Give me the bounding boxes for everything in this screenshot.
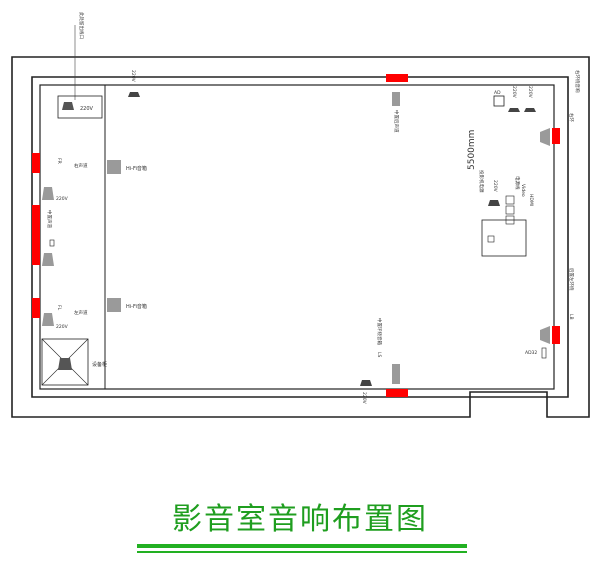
speaker-right-lower-icon [540,326,550,344]
hifi-speaker-bottom [107,298,121,312]
title-block: 影音室音响布置图 [130,500,470,540]
fr-code: FR [56,158,62,164]
hifi-top-label: Hi-Fi音箱 [126,165,147,172]
outlet-icon-r2 [524,108,536,112]
bottom-outlet-icon [360,380,372,386]
sub-box [57,95,103,119]
proj-sig3: HDMI [528,194,534,206]
projector-port [487,235,495,243]
speaker-icon [392,92,400,106]
speaker-right-lower [552,326,560,344]
left-220-mid: 220V [56,196,69,202]
proj-connector-1 [505,195,515,205]
fl-code: FL [56,305,62,311]
left-channel-label: 左声道 [74,309,88,316]
center-port [49,239,55,247]
lb-code: LB [568,314,574,320]
floor-plan: 此处留出线口 220V 220V 中置后声道 AD 220V 220V 右环 右… [11,12,590,418]
ad-label: AD [494,90,501,96]
ls-code: LS [376,352,382,358]
right-lower-socket [541,347,547,359]
dimension-5500: 5500mm [467,130,477,170]
proj-note: 投影机电源 [478,170,485,193]
proj-sig1: 电源线 [514,176,521,190]
proj-connector-3 [505,215,515,225]
equip-label: 设备柜 [92,361,107,368]
bottom-speaker-icon [392,364,400,384]
bottom-220: 220V [361,392,367,405]
inner-wall [31,76,569,398]
speaker-right-top-icon [540,128,550,146]
right-side-note: 后置左环绕 [568,268,575,291]
left-220-bot: 220V [56,324,69,330]
tr-220-b: 220V [527,86,533,99]
center-channel-label: 中置声道 [46,210,53,228]
speaker-bottom-center [386,389,408,397]
proj-connector-2 [505,205,515,215]
center-rear-label: 中置后声道 [393,110,400,133]
tr-220-a: 220V [511,86,517,99]
speaker-left-top [32,153,40,173]
sub-box-220: 220V [80,106,94,112]
v220-top: 220V [130,70,136,83]
outer-wall [11,56,590,418]
speaker-left-center [32,205,40,265]
top-vertical-note: 此处留出线口 [78,12,85,39]
right-channel-label: 右声道 [74,162,88,169]
hifi-bot-label: Hi-Fi音箱 [126,303,147,310]
hifi-speaker-top [107,160,121,174]
speaker-left-bottom-icon [42,313,54,326]
diagram-title: 影音室音响布置图 [172,502,428,537]
title-underline-thin [137,551,467,553]
outlet-icon [128,92,140,97]
cabinet-speaker-icon [58,358,72,370]
equipment-cabinet [41,338,89,386]
proj-220: 220V [492,180,498,193]
speaker-left-center-icon [42,253,54,266]
right-lower-220: AD32 [525,350,537,356]
projector-outlet-icon [488,200,500,206]
right-top-note: 右环绕音响 [574,70,581,93]
speaker-left-top-icon [42,187,54,200]
speaker-right-top [552,128,560,144]
proj-sig2: Video [520,184,526,197]
outlet-icon-r1 [508,108,520,112]
ad-box [493,95,505,107]
right-top-speaker-label: 右环 [568,113,575,122]
speaker-top-center [386,74,408,82]
sub-box-speaker-icon [62,102,74,110]
title-underline-thick [137,544,467,548]
speaker-left-bottom [32,298,40,318]
bottom-center-label: 中置环绕音箱 [376,318,383,345]
projector-box [481,219,527,257]
